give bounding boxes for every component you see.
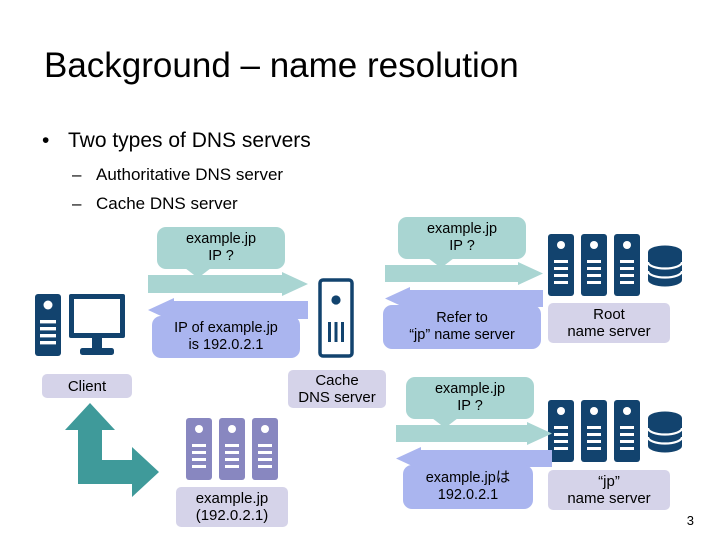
bubble-tail: [428, 258, 454, 268]
bullet-level2-0: –Authoritative DNS server: [72, 165, 283, 185]
authoritative-server-icon: [186, 418, 278, 480]
bubble-tail: [192, 307, 218, 317]
cache-dns-icon: [318, 278, 354, 358]
bullet-level2-1-label: Cache DNS server: [96, 194, 238, 213]
bubble-tail: [437, 456, 463, 466]
server-rack-group-icon: [548, 234, 684, 296]
root-query-arrow: [385, 262, 543, 285]
client-query-arrow: [148, 272, 308, 296]
client-icon: [32, 292, 128, 364]
client-answer-bubble: IP of example.jp is 192.0.2.1: [152, 307, 300, 358]
jp-answer-text: example.jpは 192.0.2.1: [425, 470, 511, 503]
bullet-level2-0-label: Authoritative DNS server: [96, 165, 284, 184]
bullet-level1: • Two types of DNS servers: [42, 129, 311, 153]
arrow-right-icon: [396, 422, 552, 445]
flow-arrow: [60, 398, 170, 503]
bullet-marker: •: [42, 129, 50, 152]
arrow-left-icon: [396, 447, 552, 470]
client-label: Client: [42, 374, 132, 398]
root-answer-bubble: Refer to “jp” name server: [383, 296, 541, 349]
cache-dns-label: Cache DNS server: [288, 370, 386, 408]
bubble-tail: [432, 418, 458, 428]
bullet-level2-1: –Cache DNS server: [72, 194, 238, 214]
root-query-text: example.jp IP ?: [426, 221, 498, 254]
bubble-tail: [415, 296, 441, 306]
authoritative-server-label: example.jp (192.0.2.1): [176, 487, 288, 527]
jp-query-bubble: example.jp IP ?: [406, 377, 534, 428]
bubble-tail: [185, 268, 211, 278]
jp-answer-bubble: example.jpは 192.0.2.1: [403, 456, 533, 509]
page-number: 3: [686, 513, 694, 528]
client-query-bubble: example.jp IP ?: [157, 227, 285, 278]
root-name-server-label: Root name server: [548, 303, 670, 343]
dash-marker: –: [72, 194, 82, 213]
server-rack-group-icon: [548, 400, 684, 462]
jp-answer-arrow: [396, 447, 552, 470]
server-tower-icon: [318, 278, 354, 358]
root-answer-text: Refer to “jp” name server: [409, 310, 515, 343]
jp-name-server-icon: [548, 400, 684, 462]
root-name-server-icon: [548, 234, 684, 296]
server-rack-group-icon: [186, 418, 278, 480]
jp-query-arrow: [396, 422, 552, 445]
bent-arrow-up-right-icon: [65, 403, 159, 497]
arrow-right-icon: [148, 272, 308, 296]
bullet-level1-label: Two types of DNS servers: [68, 129, 311, 152]
desktop-computer-icon: [35, 294, 125, 356]
root-query-bubble: example.jp IP ?: [398, 217, 526, 268]
jp-query-text: example.jp IP ?: [434, 381, 506, 414]
client-query-text: example.jp IP ?: [185, 231, 257, 264]
page-title: Background – name resolution: [44, 46, 519, 85]
arrow-right-icon: [385, 262, 543, 285]
client-answer-text: IP of example.jp is 192.0.2.1: [174, 320, 278, 353]
dash-marker: –: [72, 165, 82, 184]
jp-name-server-label: “jp” name server: [548, 470, 670, 510]
